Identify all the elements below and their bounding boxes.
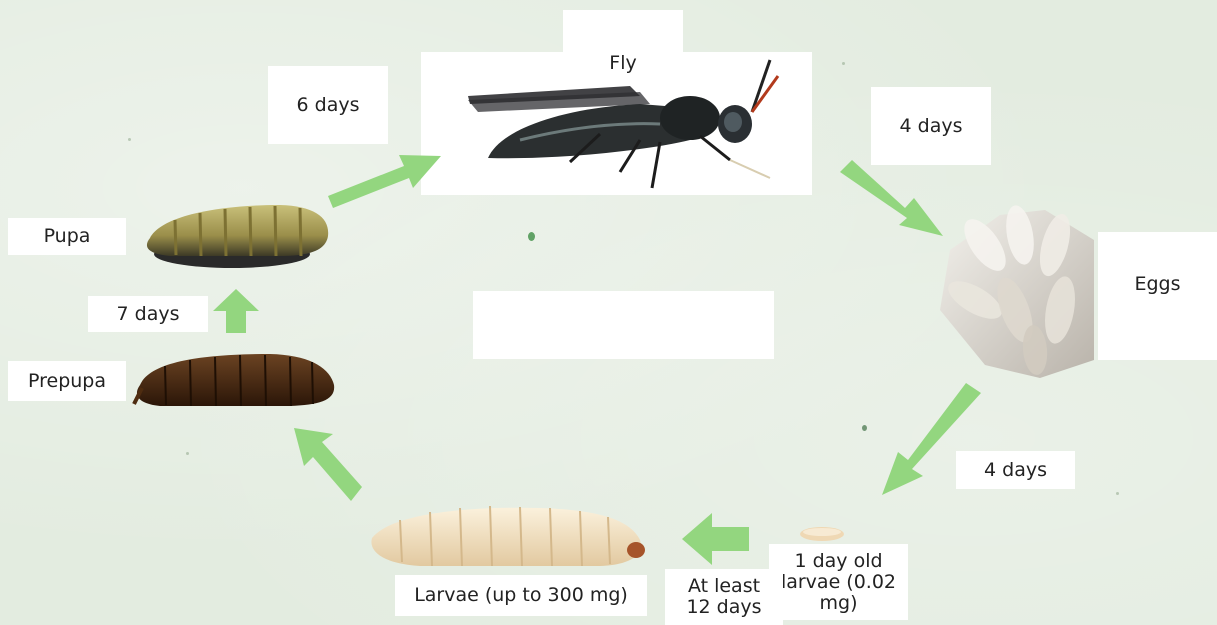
- prepupa-label-text: Prepupa: [28, 371, 106, 392]
- larva-image: [371, 506, 645, 566]
- pupa-label-box: Pupa: [8, 218, 126, 255]
- eggs-image: [940, 203, 1094, 378]
- eggs-label-text: Eggs: [1134, 274, 1180, 295]
- duration-fly-to-eggs-text: 4 days: [900, 116, 963, 137]
- fly-title-tab: [563, 10, 683, 55]
- prepupa-image: [134, 354, 334, 406]
- arrow-fly-to-eggs: [840, 160, 943, 236]
- duration-pupa-to-fly: 6 days: [268, 66, 388, 144]
- center-blank-box: [473, 291, 774, 359]
- larvae-label-text: Larvae (up to 300 mg): [414, 585, 628, 606]
- one-day-larvae-label-text: 1 day old larvae (0.02 mg): [775, 551, 902, 614]
- pupa-image: [147, 205, 328, 268]
- prepupa-label-box: Prepupa: [8, 361, 126, 401]
- duration-prepupa-to-pupa: 7 days: [88, 296, 208, 332]
- duration-hatch-to-larvae: At least 12 days: [665, 569, 783, 625]
- duration-eggs-to-hatch-text: 4 days: [984, 460, 1047, 481]
- duration-fly-to-eggs: 4 days: [871, 87, 991, 165]
- larvae-label-box: Larvae (up to 300 mg): [395, 575, 647, 616]
- one-day-larvae-label-box: 1 day old larvae (0.02 mg): [769, 544, 908, 620]
- duration-pupa-to-fly-text: 6 days: [297, 95, 360, 116]
- pupa-label-text: Pupa: [44, 226, 91, 247]
- duration-hatch-to-larvae-text: At least 12 days: [679, 576, 769, 618]
- cycle-arrows: [213, 155, 981, 565]
- arrow-larvae-to-prepupa: [294, 428, 362, 501]
- duration-eggs-to-hatch: 4 days: [956, 451, 1075, 489]
- duration-prepupa-to-pupa-text: 7 days: [117, 304, 180, 325]
- fly-label-text: Fly: [609, 53, 636, 74]
- arrow-prepupa-to-pupa: [213, 289, 259, 333]
- eggs-label-box: Eggs: [1098, 232, 1217, 360]
- arrow-hatch-to-larvae: [682, 513, 749, 565]
- fly-label: Fly: [573, 52, 673, 74]
